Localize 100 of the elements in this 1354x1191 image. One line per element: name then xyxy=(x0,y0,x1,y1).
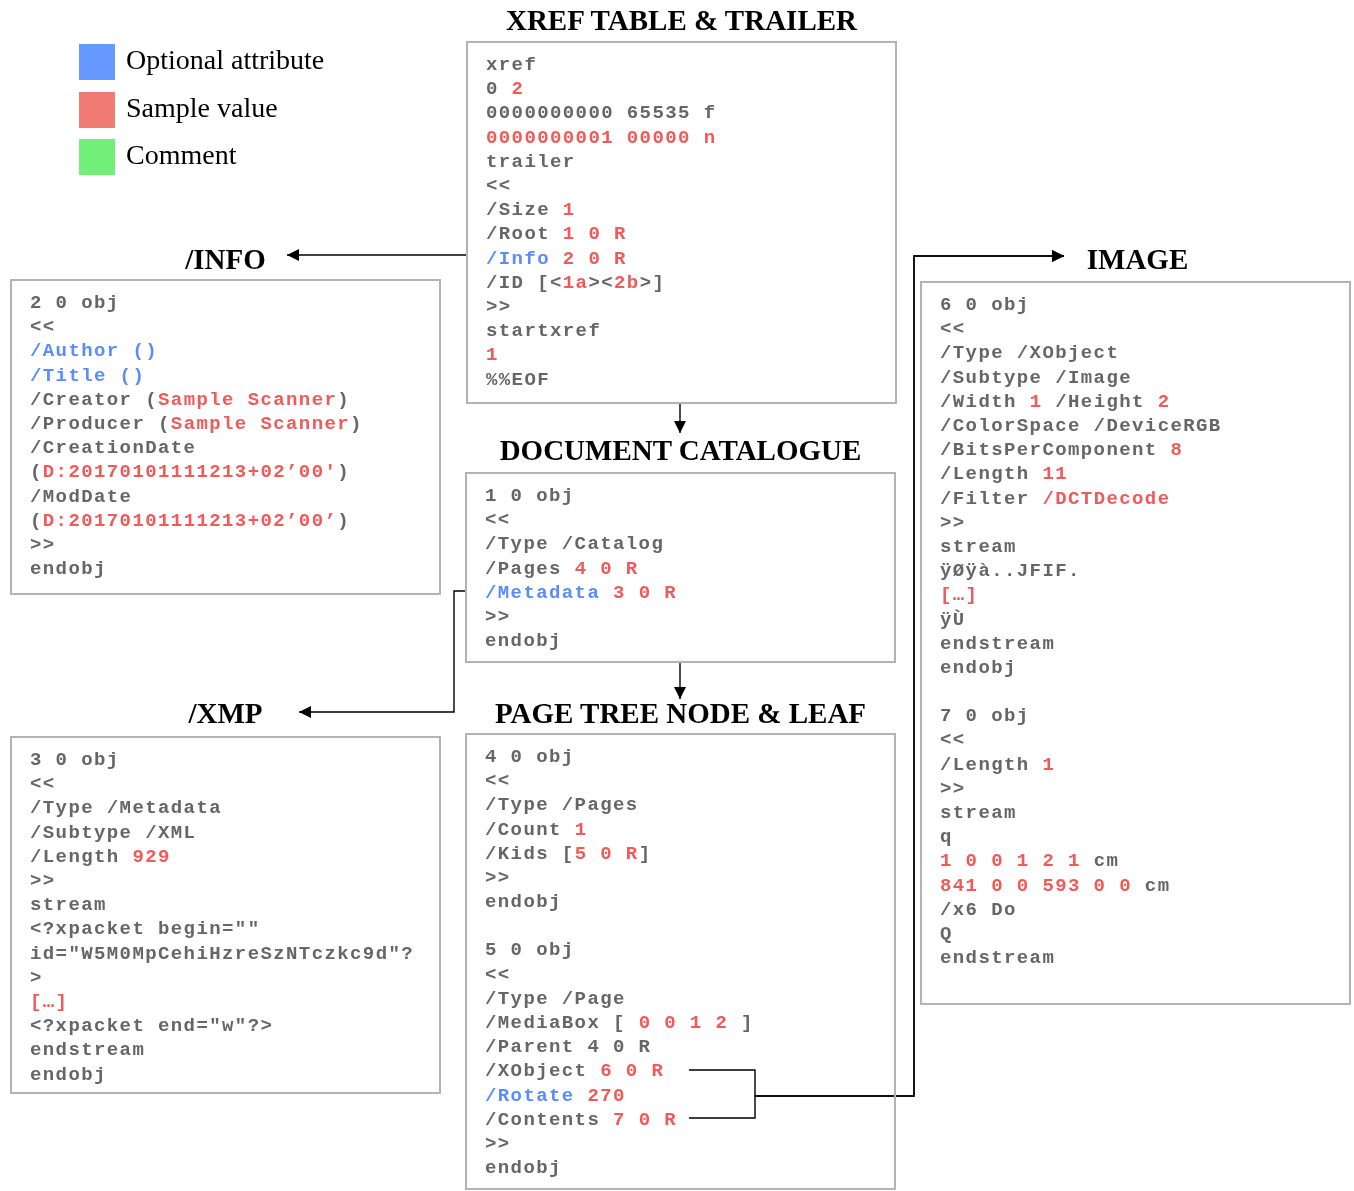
arrow xyxy=(674,662,686,700)
legend-label: Optional attribute xyxy=(126,43,325,77)
code-line: << xyxy=(30,315,56,340)
code-line: 0 2 xyxy=(486,77,525,102)
code-line: […] xyxy=(940,583,979,608)
code-line: 5 0 obj xyxy=(485,938,575,963)
code-line: /Kids [5 0 R] xyxy=(485,841,652,866)
code-line: /Subtype /Image xyxy=(940,365,1133,390)
code-line: /Author () xyxy=(30,339,159,364)
code-line: /Contents 7 0 R xyxy=(485,1107,678,1133)
code-line: >> xyxy=(30,533,56,558)
code-line: /x6 Do xyxy=(940,897,1017,923)
code-line: >> xyxy=(940,510,966,536)
code-line: 0000000001 00000 n xyxy=(486,125,717,150)
code-line: << xyxy=(485,962,511,987)
code-line: /Length 1 xyxy=(940,752,1056,777)
code-line: /Pages 4 0 R xyxy=(485,556,639,581)
code-line: 7 0 obj xyxy=(940,704,1030,729)
code-line: /Subtype /XML xyxy=(30,820,197,845)
legend-label: Sample value xyxy=(126,90,278,125)
code-line: >> xyxy=(486,295,512,320)
code-line: /Count 1 xyxy=(485,817,588,842)
code-line: /Parent 4 0 R xyxy=(485,1035,652,1060)
section-heading: /XMP xyxy=(187,696,264,730)
code-line: /Producer (Sample Scanner) xyxy=(30,412,363,437)
code-line: startxref xyxy=(486,319,602,344)
code-line: >> xyxy=(30,869,56,894)
code-line: /Metadata 3 0 R xyxy=(485,580,678,605)
code-line: /Title () xyxy=(30,363,146,388)
code-line: 1 xyxy=(486,343,499,368)
code-line: /ColorSpace /DeviceRGB xyxy=(940,414,1222,439)
code-line: endobj xyxy=(30,1062,107,1087)
code-line: endstream xyxy=(30,1038,146,1063)
code-line: /Length 929 xyxy=(30,844,171,869)
arrow xyxy=(298,590,466,718)
code-line: /Type /Page xyxy=(485,986,626,1012)
code-line: 1 0 0 1 2 1 cm xyxy=(940,849,1120,874)
code-line: << xyxy=(486,174,512,199)
section-heading: PAGE TREE NODE & LEAF xyxy=(493,696,868,730)
code-line: Q xyxy=(940,922,953,947)
code-line: endobj xyxy=(30,557,107,582)
code-line: endobj xyxy=(940,656,1017,681)
code-line: stream xyxy=(940,535,1017,560)
code-line: <?xpacket end="w"?> xyxy=(30,1014,274,1039)
code-line: /Width 1 /Height 2 xyxy=(940,389,1171,414)
code-line: << xyxy=(485,769,511,794)
code-line: << xyxy=(940,317,966,342)
code-line: 6 0 obj xyxy=(940,293,1030,318)
code-line: […] xyxy=(30,990,69,1015)
arrow xyxy=(286,249,467,261)
code-line: endstream xyxy=(940,946,1056,971)
code-line: stream xyxy=(940,801,1017,826)
code-line: /Creator (Sample Scanner) xyxy=(30,387,351,412)
code-line: %%EOF xyxy=(486,367,550,392)
section-heading: /INFO xyxy=(184,242,267,276)
code-line: endobj xyxy=(485,629,562,654)
code-line: /Root 1 0 R xyxy=(486,222,627,247)
code-line: << xyxy=(30,772,56,797)
code-line: >> xyxy=(485,866,511,891)
code-line: ÿÙ xyxy=(940,607,966,632)
code-line: /Length 11 xyxy=(940,462,1069,487)
code-line: /Info 2 0 R xyxy=(486,246,627,271)
code-line: endobj xyxy=(485,890,562,915)
code-line: >> xyxy=(485,1132,511,1157)
code-line: /Type /XObject xyxy=(940,341,1120,366)
section-heading: DOCUMENT CATALOGUE xyxy=(498,433,863,467)
code-line: 3 0 obj xyxy=(30,748,120,773)
code-line: xref xyxy=(486,53,538,78)
code-line: (D:20170101111213+02’00') xyxy=(30,460,351,485)
code-line: stream xyxy=(30,893,107,918)
section-heading: XREF TABLE & TRAILER xyxy=(505,3,859,37)
code-line: >> xyxy=(485,605,511,630)
code-line: endstream xyxy=(940,631,1056,657)
code-line: trailer xyxy=(486,149,576,174)
code-line: /MediaBox [ 0 0 1 2 ] xyxy=(485,1011,754,1036)
code-line: endobj xyxy=(485,1156,562,1181)
code-line: q xyxy=(940,825,953,850)
section-heading: IMAGE xyxy=(1085,242,1190,276)
code-line: /XObject 6 0 R xyxy=(485,1059,665,1084)
legend-label: Comment xyxy=(126,138,237,172)
code-line: /Type /Catalog xyxy=(485,532,665,557)
code-line: /ID [<1a><2b>] xyxy=(486,270,666,296)
arrow xyxy=(674,403,686,434)
code-line: 1 0 obj xyxy=(485,484,575,509)
code-line: /Size 1 xyxy=(486,198,576,223)
code-line: << xyxy=(485,508,511,533)
code-line: /Type /Pages xyxy=(485,793,639,818)
code-line: /Filter /DCTDecode xyxy=(940,486,1171,511)
code-line: 4 0 obj xyxy=(485,745,575,770)
code-line: >> xyxy=(940,776,966,802)
code-line: /ModDate xyxy=(30,484,133,509)
code-line: <?xpacket begin="" id="W5M0MpCehiHzreSzNTczkc9d"?> xyxy=(30,917,416,991)
code-line: /BitsPerComponent 8 xyxy=(940,438,1184,463)
code-line: /CreationDate xyxy=(30,436,197,461)
code-line: 2 0 obj xyxy=(30,291,120,316)
code-line: /Rotate 270 xyxy=(485,1083,626,1108)
code-line: /Type /Metadata xyxy=(30,796,223,821)
code-line: 841 0 0 593 0 0 cm xyxy=(940,873,1171,898)
code-line: 0000000000 65535 f xyxy=(486,101,717,126)
code-line: << xyxy=(940,728,966,753)
